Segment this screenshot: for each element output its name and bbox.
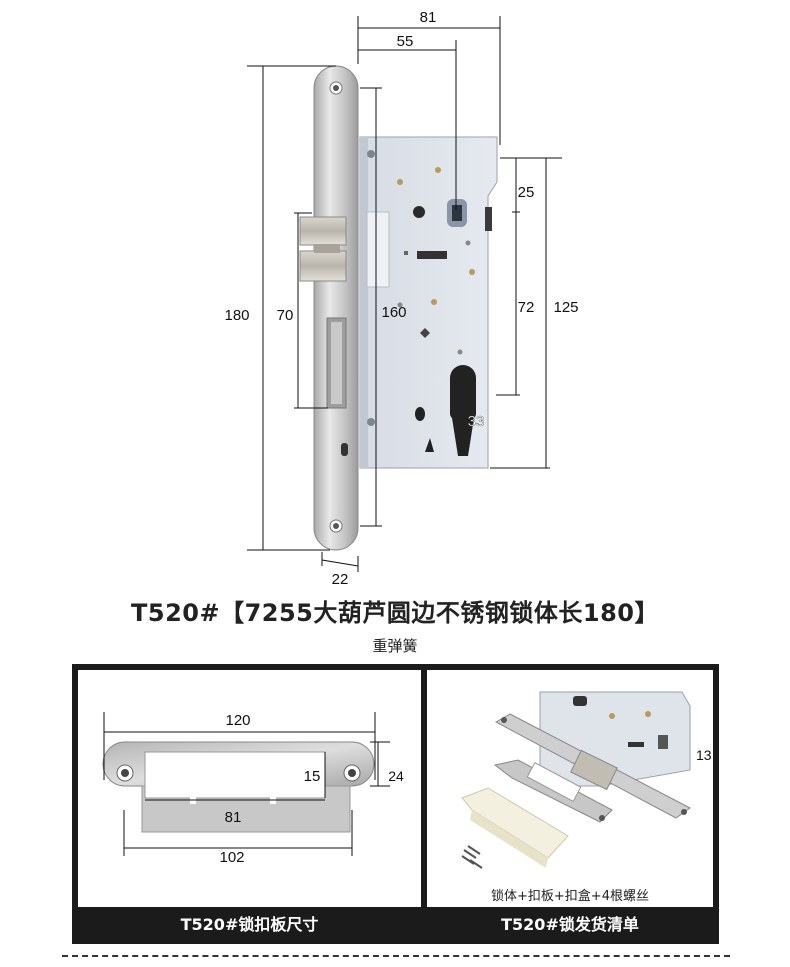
- packaged-strike-box: [461, 787, 569, 868]
- dim-body-width: 55: [397, 33, 414, 50]
- strike-dim-opening-height: 15: [304, 768, 321, 785]
- strike-dim-opening-width: 81: [225, 809, 242, 826]
- latch-bolt: [299, 216, 347, 282]
- package-contents-text: 锁体+扣板+扣盒+4根螺丝: [491, 888, 649, 904]
- dim-total-height: 180: [224, 307, 249, 324]
- packaged-strike-plate: [493, 759, 613, 823]
- package-side-label: 13: [696, 747, 712, 763]
- dim-faceplate-width: 22: [332, 571, 349, 588]
- strike-dim-length: 120: [225, 712, 250, 729]
- product-subtitle: 重弹簧: [372, 637, 418, 655]
- faceplate: [313, 65, 359, 551]
- dim-center-distance: 72: [518, 299, 535, 316]
- strike-plate: [102, 741, 375, 833]
- lock-case: [359, 136, 498, 469]
- package-panel-caption: T520#锁发货清单: [501, 915, 639, 934]
- strike-dim-bottom-width: 102: [219, 849, 244, 866]
- dim-latch-height: 70: [277, 307, 294, 324]
- strike-dim-height: 24: [388, 768, 404, 784]
- lock-body-diagram: 81 55 25 180 70 160 72 125 33 22: [224, 9, 578, 588]
- dim-top-offset: 25: [518, 184, 535, 201]
- product-title: T520#【7255大葫芦圆边不锈钢锁体长180】: [131, 599, 659, 627]
- packaged-screws: [461, 845, 483, 869]
- strike-dimension-lines: [103, 712, 390, 856]
- dashed-divider: [62, 955, 730, 957]
- dim-case-height: 125: [553, 299, 578, 316]
- dim-total-width: 81: [420, 9, 437, 26]
- packaged-lock-body: [494, 691, 691, 819]
- strike-panel-caption: T520#锁扣板尺寸: [180, 915, 319, 934]
- dim-body-height: 160: [381, 304, 406, 321]
- dimension-lines: [247, 16, 562, 572]
- dim-cylinder: 33: [468, 413, 485, 430]
